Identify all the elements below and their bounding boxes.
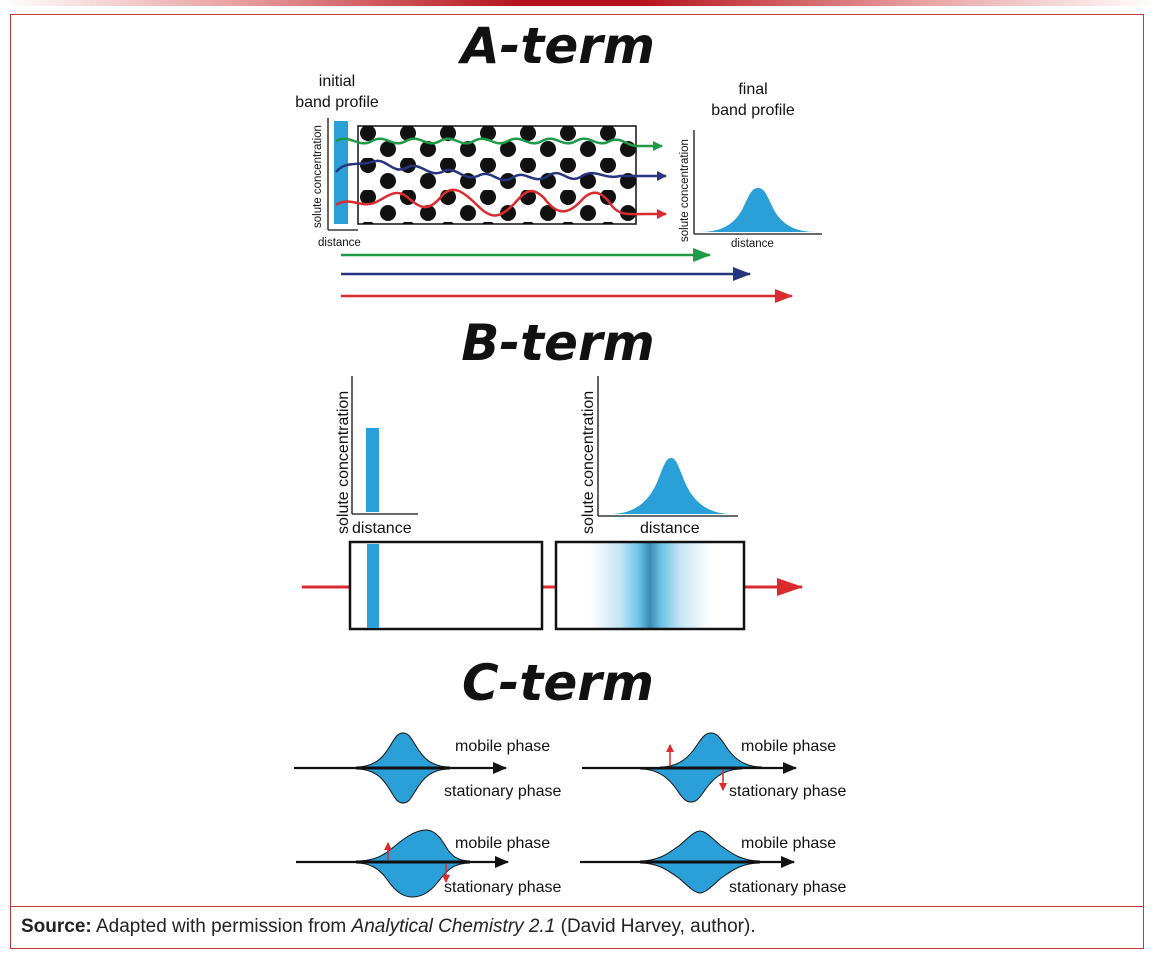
- source-book-title: Analytical Chemistry 2.1: [351, 916, 556, 937]
- c2-stationary-label: stationary phase: [729, 783, 847, 800]
- a-final-band-peak: [700, 188, 816, 232]
- a-path-red: [335, 188, 667, 219]
- initial-band-label-line2: band profile: [295, 94, 379, 111]
- c-panel-2: mobile phase stationary phase: [582, 732, 847, 803]
- c-panel-4: mobile phase stationary phase: [580, 830, 847, 896]
- a-path-green: [335, 137, 663, 151]
- b-column-initial-band: [367, 544, 379, 628]
- source-label: Source:: [21, 916, 92, 937]
- c3-stationary-peak: [355, 862, 471, 898]
- b-left-plot-axes: [351, 376, 418, 515]
- c-term-title: C-term: [462, 654, 654, 712]
- a-initial-profile-axes: [327, 118, 358, 231]
- c1-stationary-peak: [355, 768, 451, 804]
- top-accent-bar: [0, 0, 1156, 6]
- b-right-ylabel: solute concentration: [580, 391, 597, 534]
- c4-stationary-peak: [639, 862, 761, 894]
- a-final-profile-axes: [693, 130, 822, 235]
- c1-mobile-peak: [355, 732, 451, 768]
- source-text-after: (David Harvey, author).: [555, 916, 756, 937]
- c1-mobile-label: mobile phase: [455, 738, 550, 755]
- c2-mobile-label: mobile phase: [741, 738, 836, 755]
- source-caption: Source: Adapted with permission from Ana…: [10, 907, 1144, 949]
- c4-stationary-label: stationary phase: [729, 879, 847, 896]
- b-right-plot-axes: [597, 376, 738, 517]
- a-right-xlabel: distance: [731, 238, 774, 250]
- b-right-xlabel: distance: [640, 520, 700, 537]
- b-left-xlabel: distance: [352, 520, 412, 537]
- a-path-navy: [335, 159, 667, 182]
- initial-band-label-line1: initial: [319, 73, 355, 90]
- b-left-ylabel: solute concentration: [335, 391, 352, 534]
- b-term-title: B-term: [461, 314, 654, 372]
- c-panel-3: mobile phase stationary phase: [296, 829, 562, 898]
- b-left-band-bar: [366, 428, 379, 512]
- b-right-band-peak: [610, 458, 732, 514]
- final-band-label-line1: final: [738, 81, 767, 98]
- c2-mobile-peak: [659, 732, 763, 768]
- c4-mobile-peak: [639, 830, 761, 862]
- a-term-title: A-term: [457, 17, 655, 75]
- a-initial-band: [334, 121, 348, 224]
- c-panel-1: mobile phase stationary phase: [294, 732, 562, 804]
- b-column-diffused: [554, 540, 746, 631]
- final-band-label-line2: band profile: [711, 102, 795, 119]
- a-left-ylabel: solute concentration: [312, 125, 324, 228]
- a-left-xlabel: distance: [318, 237, 361, 249]
- source-text-before: Adapted with permission from: [91, 916, 352, 937]
- figure-frame: [10, 14, 1144, 907]
- a-right-ylabel: solute concentration: [679, 139, 691, 242]
- c4-mobile-label: mobile phase: [741, 835, 836, 852]
- c3-stationary-label: stationary phase: [444, 879, 562, 896]
- b-column-initial: [348, 540, 544, 631]
- c3-mobile-label: mobile phase: [455, 835, 550, 852]
- c3-mobile-peak: [355, 829, 471, 862]
- c2-stationary-peak: [639, 768, 743, 803]
- source-text: Source: Adapted with permission from Ana…: [21, 916, 756, 938]
- c1-stationary-label: stationary phase: [444, 783, 562, 800]
